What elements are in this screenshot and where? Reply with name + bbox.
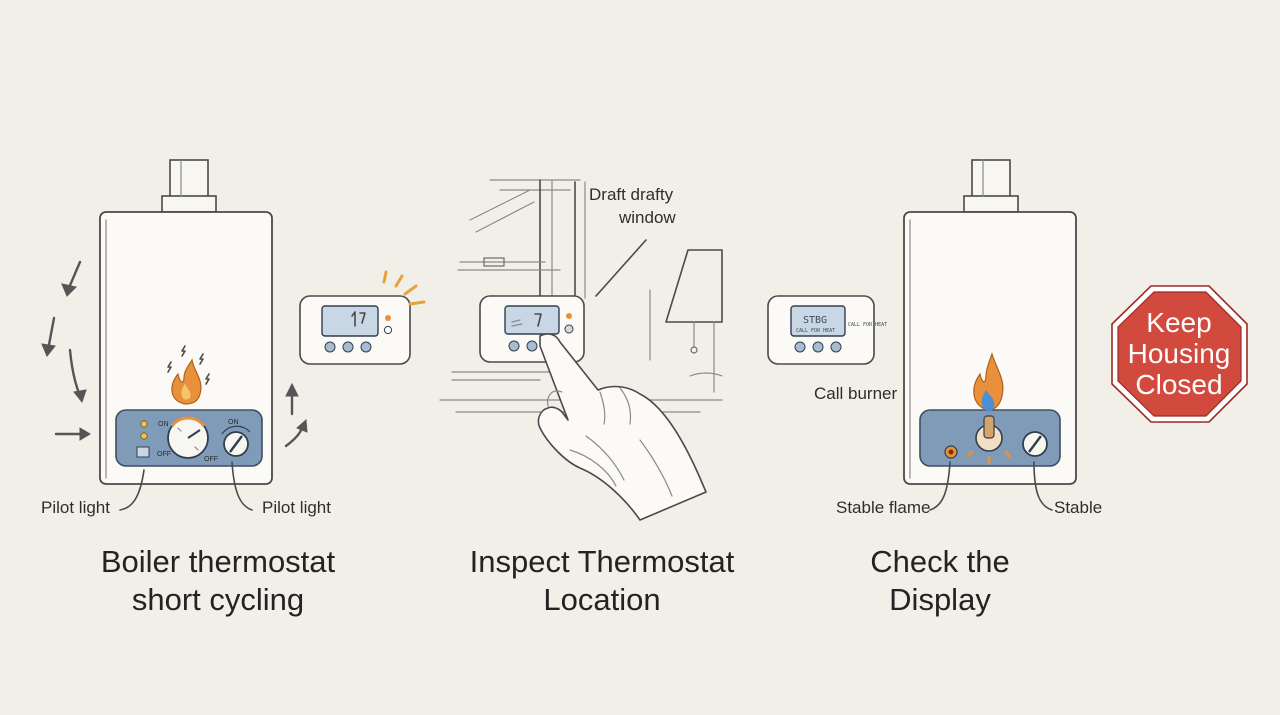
caption-line-2: short cycling (132, 582, 304, 617)
caption-line-2: Display (889, 582, 991, 617)
thermostat-display-main: STBG (803, 315, 827, 326)
wall-thermostat-1 (299, 295, 411, 365)
wall-thermostat-3 (767, 295, 875, 365)
panel-check-display: STBG CALL FOR HEAT CALL FOR HEAT Call bu… (767, 159, 1102, 617)
dial-off-label: OFF (157, 451, 171, 458)
pointing-hand-icon (537, 333, 707, 521)
caption-line-1: Check the (870, 544, 1010, 579)
thermostat-display-sub: CALL FOR HEAT (796, 328, 835, 334)
caption-line-1: Boiler thermostat (101, 544, 336, 579)
flame-icon (171, 358, 202, 405)
stable-flame-icon (973, 351, 1004, 412)
sign-line-1: Keep (1146, 307, 1211, 338)
thermostat-side-text: CALL FOR HEAT (848, 322, 887, 328)
window-label-line-2: window (618, 208, 676, 227)
panel-inspect-location: Draft drafty window Inspect Thermostat (439, 179, 735, 617)
knob-on-label: ON (228, 419, 239, 426)
stable-flame-label: Stable flame (836, 498, 931, 517)
gas-valve-knob (1022, 431, 1048, 457)
call-burner-label: Call burner (814, 384, 897, 403)
cycling-arrows-icon (41, 260, 308, 448)
stable-label: Stable (1054, 498, 1102, 517)
burner-icon (966, 415, 1012, 465)
sign-line-2: Housing (1128, 338, 1231, 369)
temperature-dial (167, 416, 209, 459)
alert-rays-icon (382, 270, 426, 306)
flue-pipe (161, 159, 217, 213)
window-label-line-1: Draft drafty (589, 185, 674, 204)
flue-pipe (963, 159, 1019, 213)
knob-off-label: OFF (204, 456, 218, 463)
keep-housing-closed-sign: Keep Housing Closed (1111, 285, 1248, 423)
pilot-light-label-right: Pilot light (262, 498, 331, 517)
indicator-light-icon (140, 420, 148, 428)
indicator-light-icon (140, 432, 148, 440)
dial-on-label: ON (158, 421, 169, 428)
caption-line-1: Inspect Thermostat (470, 544, 735, 579)
sign-line-3: Closed (1135, 369, 1222, 400)
power-switch-icon (136, 446, 150, 458)
pilot-light-label-left: Pilot light (41, 498, 110, 517)
panel-short-cycling: ON OFF ON OFF (41, 159, 426, 617)
spark-icon (167, 345, 210, 385)
gas-valve-knob (221, 425, 251, 457)
lamp-sketch (649, 249, 723, 393)
caption-line-2: Location (543, 582, 660, 617)
